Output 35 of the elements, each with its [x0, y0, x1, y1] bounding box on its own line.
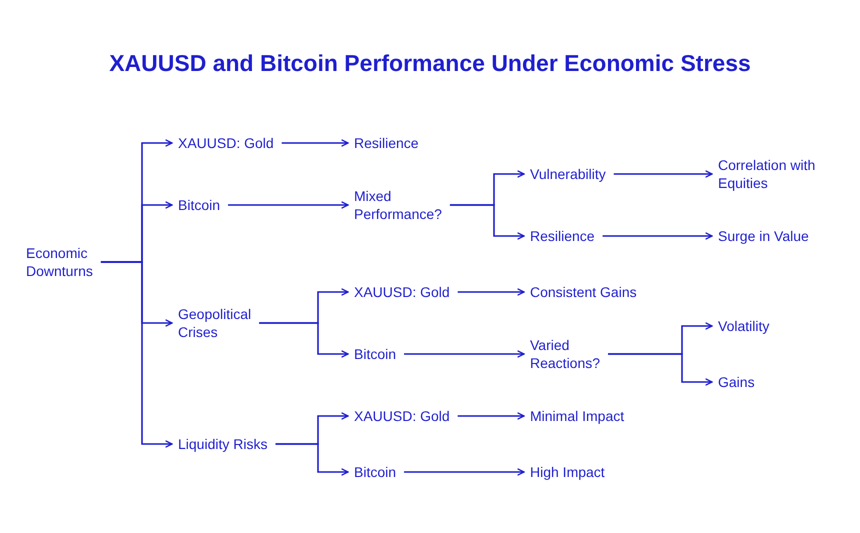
node-label: Volatility: [718, 317, 818, 335]
arrow: [259, 322, 349, 358]
arrow: [275, 443, 349, 476]
arrow: [100, 261, 173, 448]
arrow: [602, 232, 713, 240]
arrow: [450, 204, 525, 240]
diagram-title: XAUUSD and Bitcoin Performance Under Economic Stress: [108, 50, 752, 77]
arrow: [404, 468, 525, 476]
node-label: Bitcoin: [354, 345, 454, 363]
node-label: Vulnerability: [530, 165, 640, 183]
node-label: Bitcoin: [178, 196, 278, 214]
node-label: Bitcoin: [354, 463, 454, 481]
node-label: XAUUSD: Gold: [354, 283, 462, 301]
arrow: [458, 288, 525, 296]
node-label: Mixed Performance?: [354, 187, 454, 223]
arrow: [404, 350, 525, 358]
node-label: Resilience: [354, 134, 454, 152]
arrow: [458, 412, 525, 420]
node-label: Minimal Impact: [530, 407, 648, 425]
node-label: High Impact: [530, 463, 648, 481]
node-label: Surge in Value: [718, 227, 836, 245]
node-label: Geopolitical Crises: [178, 305, 270, 341]
node-label: XAUUSD: Gold: [178, 134, 286, 152]
node-label: XAUUSD: Gold: [354, 407, 462, 425]
arrow: [614, 170, 713, 178]
arrow: [228, 201, 349, 209]
node-label: Varied Reactions?: [530, 336, 620, 372]
node-label: Correlation with Equities: [718, 156, 836, 192]
arrow: [608, 353, 713, 386]
node-label: Economic Downturns: [26, 244, 108, 280]
node-label: Resilience: [530, 227, 630, 245]
node-label: Liquidity Risks: [178, 435, 286, 453]
arrow: [282, 139, 349, 147]
node-label: Gains: [718, 373, 818, 391]
node-label: Consistent Gains: [530, 283, 650, 301]
